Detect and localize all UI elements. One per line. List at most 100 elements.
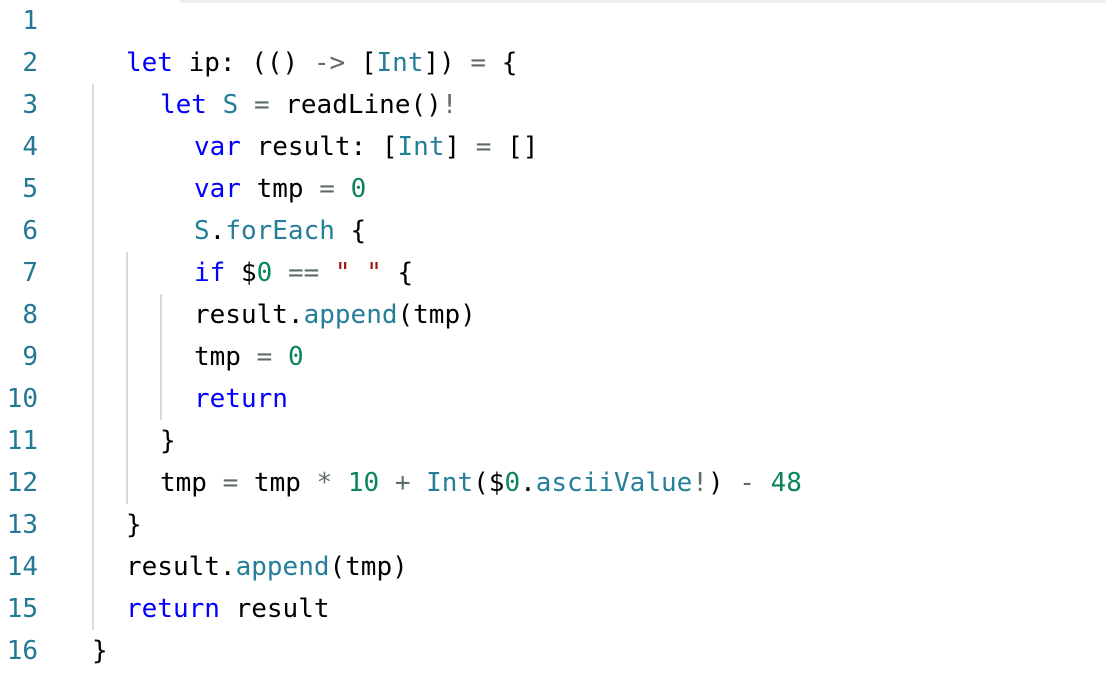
code-token: ($ [473,468,505,498]
code-token [332,468,348,498]
code-token: 0 [504,468,521,498]
code-token: S [194,216,210,246]
line-code[interactable]: result.append(tmp) [194,294,476,336]
editor-top-border [180,0,1106,3]
code-line[interactable]: 15 return result [0,588,1106,630]
code-token: append [235,552,330,582]
code-token: result [219,594,330,624]
code-token: * [316,468,333,498]
code-token: result. [194,300,304,330]
line-code[interactable]: S.forEach { [194,210,366,252]
code-token: ] [444,132,476,162]
code-token: = [256,342,273,372]
code-token: Int [397,132,445,162]
code-token: { [334,216,367,246]
code-token [755,468,771,498]
line-code[interactable]: let S = readLine()! [160,84,457,126]
line-number: 15 [6,594,38,624]
code-token: let [160,90,207,120]
code-line[interactable]: 12 tmp = tmp * 10 + Int($0.asciiValue!) -… [0,462,1106,504]
code-line[interactable]: 14 result.append(tmp) [0,546,1106,588]
line-number: 12 [6,468,38,498]
code-token: 10 [347,468,380,498]
code-token: } [160,426,176,456]
code-line[interactable]: 16} [0,630,1106,672]
code-token: tmp [240,174,320,204]
indent-guide [160,294,162,420]
line-code[interactable]: return [194,378,288,420]
code-token [272,342,288,372]
code-token: " " [334,258,382,288]
code-token: return [194,384,288,414]
line-number: 3 [22,90,38,120]
code-token: (tmp) [397,300,476,330]
line-number: 4 [22,132,38,162]
indent-guide [92,84,94,630]
line-code[interactable]: result.append(tmp) [126,546,408,588]
code-token: [] [491,132,539,162]
code-token: tmp [160,468,223,498]
code-line[interactable]: 3 let S = readLine()! [0,84,1106,126]
code-token: + [394,468,411,498]
code-token: = [253,90,270,120]
code-token: = [319,174,335,204]
code-token: } [92,636,108,666]
code-token: ! [692,468,708,498]
line-number: 14 [6,552,38,582]
code-token [335,174,351,204]
code-token [411,468,427,498]
code-token: ) [707,468,740,498]
code-token: == [287,258,320,288]
code-token: } [126,510,142,540]
line-code[interactable]: } [126,504,142,546]
code-line[interactable]: 4 var result: [Int] = [] [0,126,1106,168]
line-code[interactable]: return result [126,588,330,630]
code-token: ]) [423,48,471,78]
line-number: 13 [6,510,38,540]
code-token: 48 [770,468,802,498]
code-token [319,258,335,288]
line-code[interactable]: } [92,630,108,672]
code-token: { [381,258,414,288]
code-token: (tmp) [329,552,408,582]
code-token: 0 [256,258,273,288]
line-code[interactable]: } [160,420,176,462]
line-number: 8 [22,300,38,330]
code-token: -> [313,48,346,78]
line-code[interactable]: var result: [Int] = [] [194,126,538,168]
code-token: var [194,132,241,162]
line-number: 11 [6,426,38,456]
code-token: Int [376,48,424,78]
code-token: S [222,90,239,120]
code-token: append [303,300,398,330]
code-line[interactable]: 11} [0,420,1106,462]
code-line[interactable]: 6 S.forEach { [0,210,1106,252]
code-token: $ [225,258,257,288]
code-line[interactable]: 1 [0,0,1106,42]
code-token: 0 [350,174,367,204]
code-token: Int [426,468,474,498]
code-token: 0 [287,342,304,372]
line-code[interactable]: var tmp = 0 [194,168,366,210]
code-token: readLine() [269,90,442,120]
line-code[interactable]: if $0 == " " { [194,252,413,294]
code-token: = [222,468,239,498]
code-line[interactable]: 8 result.append(tmp) [0,294,1106,336]
line-number: 6 [22,216,38,246]
code-token: - [739,468,755,498]
code-token: { [486,48,518,78]
line-code[interactable]: let ip: (() -> [Int]) = { [126,42,517,84]
code-token: . [520,468,536,498]
line-code[interactable]: tmp = 0 [194,336,304,378]
code-line[interactable]: 13} [0,504,1106,546]
code-token: tmp [194,342,257,372]
code-token: ip: (() [172,48,314,78]
code-token [272,258,288,288]
line-code[interactable]: tmp = tmp * 10 + Int($0.asciiValue!) - 4… [160,462,802,504]
